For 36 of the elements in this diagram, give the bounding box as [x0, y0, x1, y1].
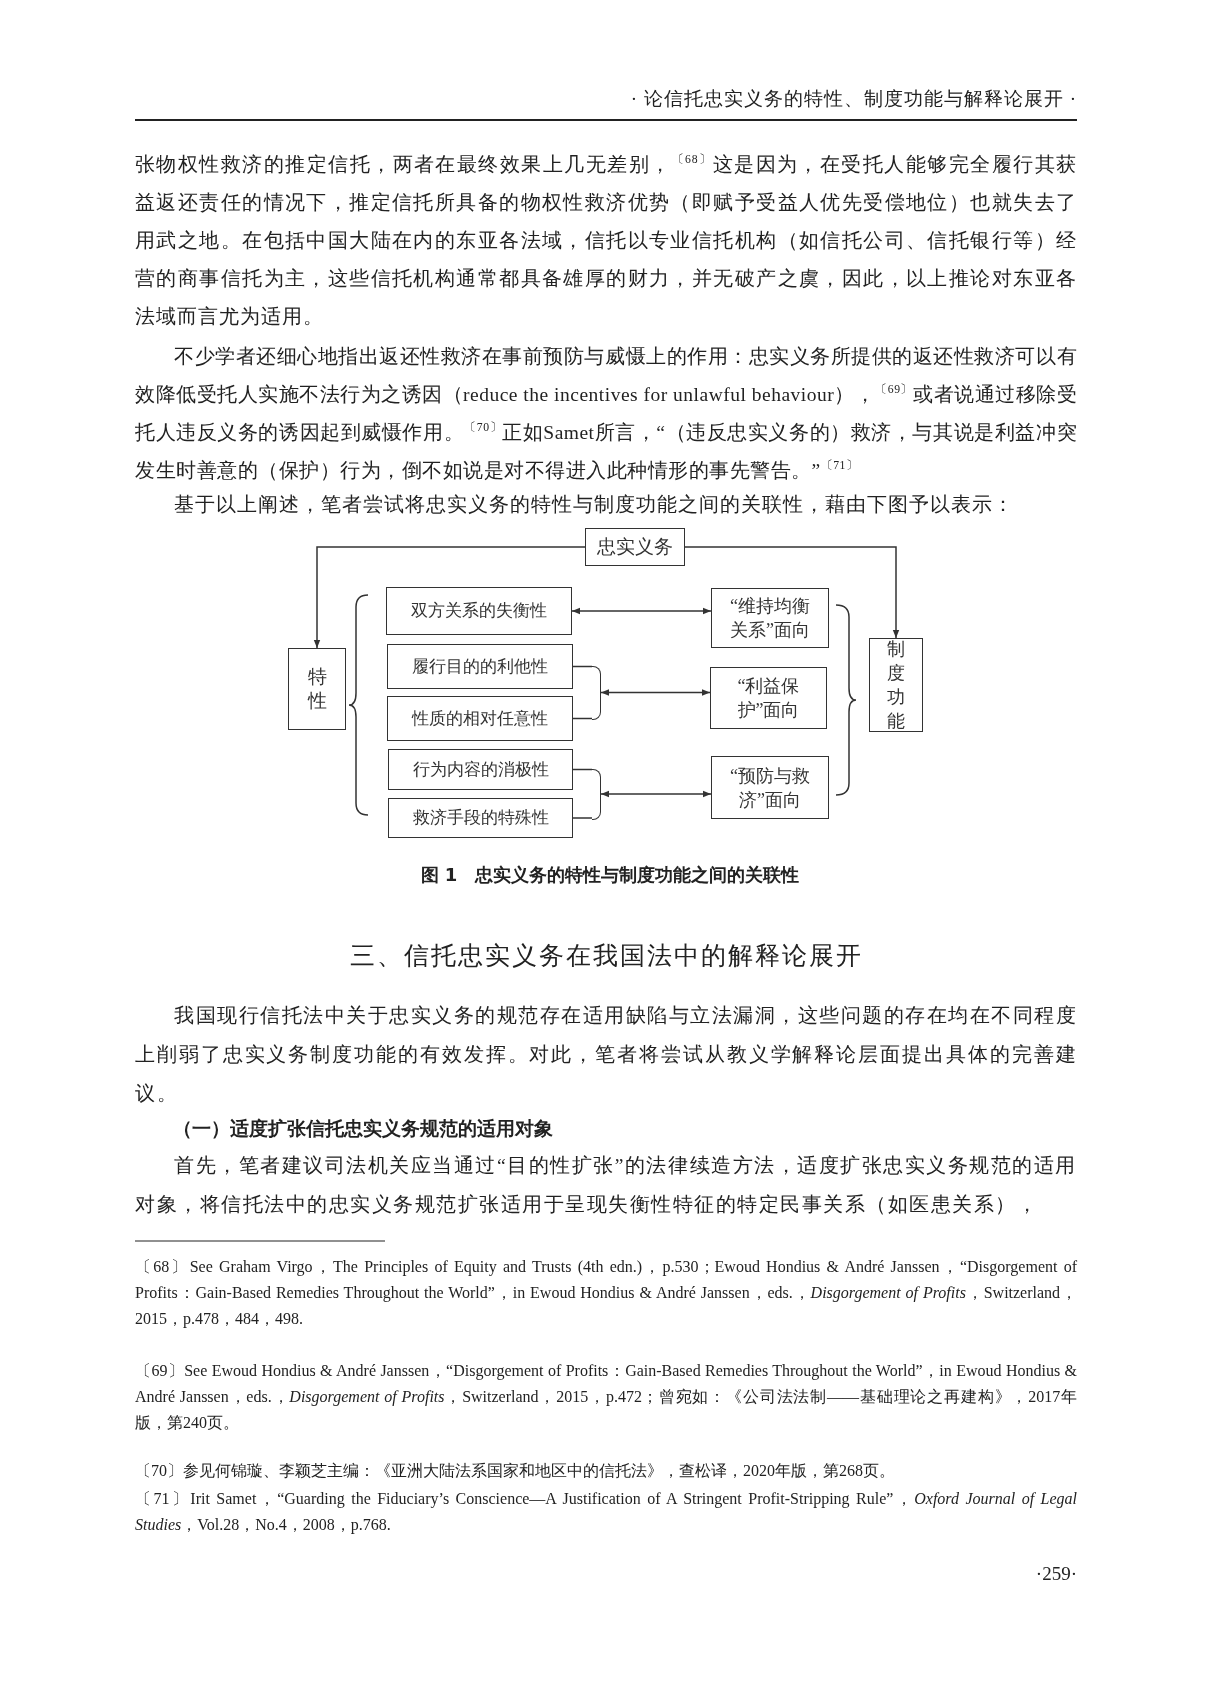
bracket [592, 665, 601, 720]
label-box: “维持均衡关系”面向 [711, 588, 829, 648]
paragraph: 我国现行信托法中关于忠实义务的规范存在适用缺陷与立法漏洞，这些问题的存在均在不同程度上削弱了忠实义务制度功能的有效发挥。对此，笔者将尝试从教义学解释论层面提出具体的完善建议。 [135, 1004, 1077, 1106]
label-box: 制度功能 [869, 638, 923, 732]
label-box: 性质的相对任意性 [387, 696, 573, 741]
label-box: 履行目的的利他性 [387, 644, 573, 689]
footnote: 〔69〕See Ewoud Hondius & André Janssen，“Disgorgement of Profits：Gain-Based Remedies Throughout the World”，in Ewoud Hondius & André Janssen，eds.，Disgorgement of Profits，Switzerland，2015，p.472；曾宛如：《公司法法制——基础理论之再建构》，2017年版，第240页。 [135, 1361, 1077, 1433]
label-box: 行为内容的消极性 [388, 749, 573, 790]
connector-line [572, 817, 593, 819]
paragraph: 张物权性救济的推定信托，两者在最终效果上几无差别，$^{〔68〕}$这是因为，在受托人能够完全履行其获益返还责任的情况下，推定信托所具备的物权性救济优势（即赋予受益人优先受偿地位）也就失去了用武之地。在包括中国大陆在内的东亚各法域，信托以专业信托机构（如信托公司、信托银行等）经营的商事信托为主，这些信托机构通常都具备雄厚的财力，并无破产之虞，因此，以上推论对东亚各法域而言尤为适用。 [135, 151, 1077, 329]
paragraph: 不少学者还细心地指出返还性救济在事前预防与威慑上的作用：忠实义务所提供的返还性救济可以有效降低受托人实施不法行为之诱因（reduce the incentives for unlawful behaviour），$^{〔69〕}$或者说通过移除受托人违反义务的诱因起到威慑作用。$^{〔70〕}$正如Samet所言，“（违反忠实义务的）救济，与其说是利益冲突发生时善意的（保护）行为，倒不如说是对不得进入此种情形的事先警告。”$^{〔71〕}$ [135, 345, 1077, 483]
arrow [600, 689, 711, 696]
arrow [600, 790, 712, 798]
heading-box: 忠实义务 [585, 528, 685, 566]
footnote: 〔68〕See Graham Virgo，The Principles of Equity and Trusts (4th edn.)，p.530；Ewoud Hondius & André Janssen，“Disgorgement of Profits：Gain-Based Remedies Throughout the World”，in Ewoud Hondius & André Janssen，eds.，Disgorgement of Profits，Switzerland，2015，p.478，484，498. [135, 1257, 1077, 1330]
connector-line [572, 768, 593, 771]
label-box: “预防与救济”面向 [711, 756, 829, 819]
bracket [592, 768, 601, 820]
figure-caption: 图 1 忠实义务的特性与制度功能之间的关联性 [419, 863, 801, 887]
connector-line [572, 665, 593, 668]
label-box: 特性 [288, 648, 346, 730]
paragraph: 基于以上阐述，笔者尝试将忠实义务的特性与制度功能之间的关联性，藉由下图予以表示： [173, 493, 1015, 517]
running-header: · 论信托忠实义务的特性、制度功能与解释论展开 · [629, 87, 1077, 111]
paragraph: 首先，笔者建议司法机关应当通过“目的性扩张”的法律续造方法，适度扩张忠实义务规范的适用对象，将信托法中的忠实义务规范扩张适用于呈现失衡性特征的特定民事关系（如医患关系）， [135, 1154, 1077, 1217]
arrow [684, 546, 900, 639]
footnote: 〔70〕参见何锦璇、李颖芝主编：《亚洲大陆法系国家和地区中的信托法》，查松译，2020年版，第268页。 [135, 1461, 896, 1481]
label-box: “利益保护”面向 [710, 667, 827, 729]
page-number: ·259· [1034, 1562, 1077, 1586]
arrow [313, 546, 586, 649]
label-box: 救济手段的特殊性 [388, 798, 573, 838]
connector-line [572, 717, 593, 720]
subsection-heading: （一）适度扩张信托忠实义务规范的适用对象 [172, 1116, 554, 1141]
label-box: 双方关系的失衡性 [386, 587, 572, 635]
arrow [571, 607, 712, 615]
section-heading: 三、信托忠实义务在我国法中的解释论展开 [348, 941, 864, 971]
footnote: 〔71〕Irit Samet，“Guarding the Fiduciary’s Conscience—A Justification of A Stringent Profit-Stripping Rule”，Oxford Journal of Legal Studies，Vol.28，No.4，2008，p.768. [135, 1489, 1077, 1536]
